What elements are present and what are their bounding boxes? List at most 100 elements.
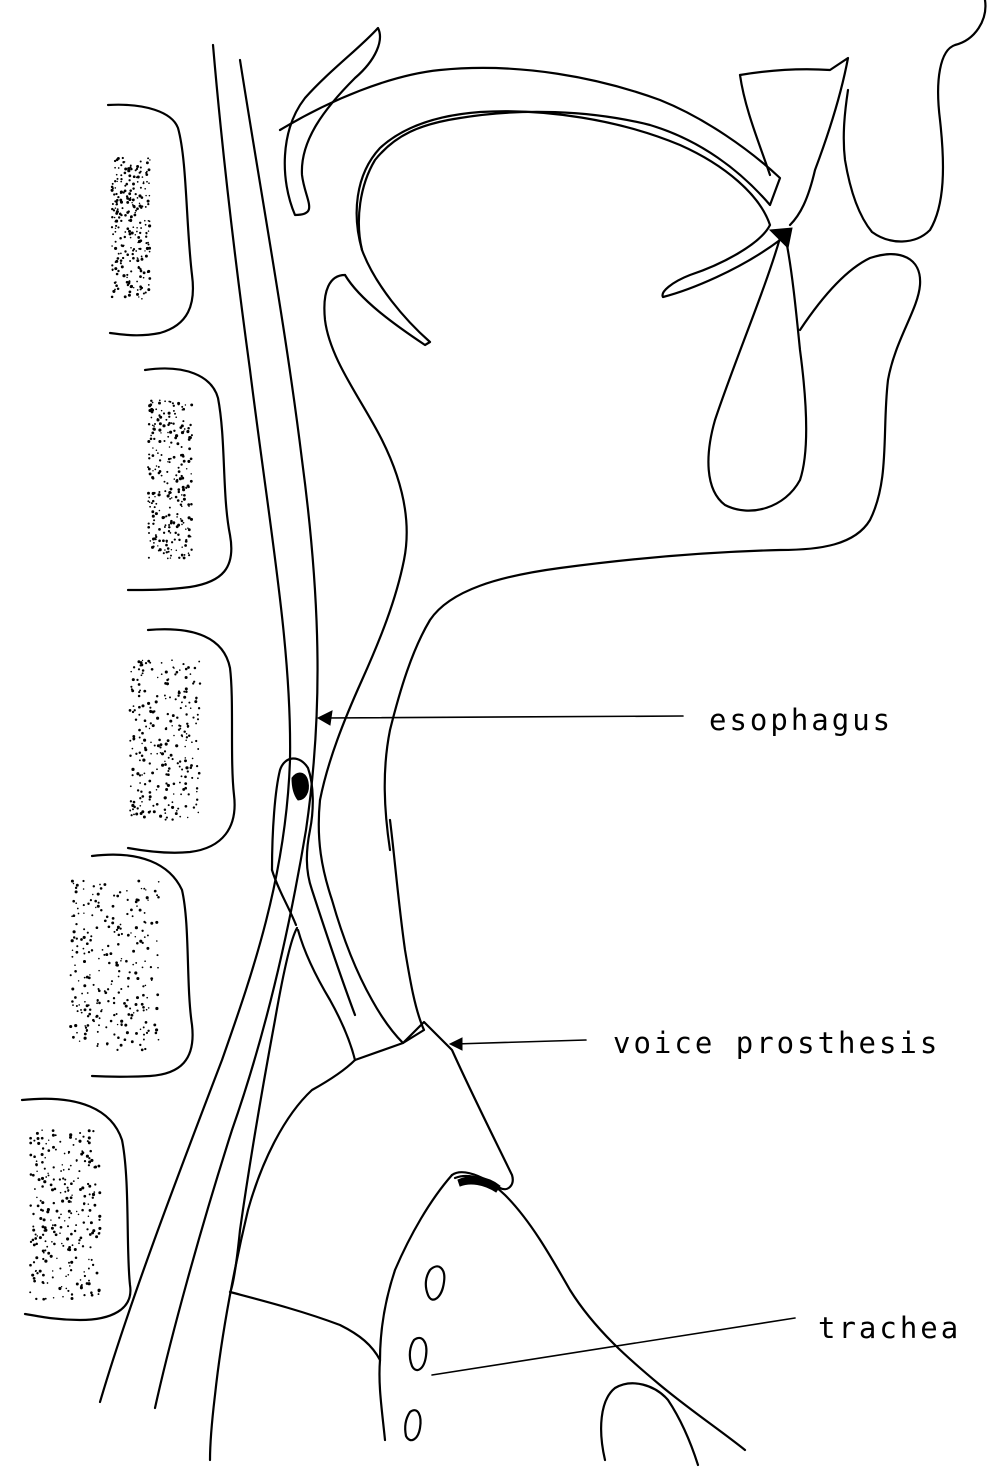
stipple-dot [97,1043,99,1045]
stipple-dot [182,420,184,422]
stipple-dot [137,176,140,179]
stipple-dot [88,1013,91,1016]
stipple-dot [148,230,149,231]
tongue-front [708,238,806,511]
stipple-dot [156,465,158,467]
stipple-dot [148,423,150,425]
stipple-dot [111,983,113,985]
stipple-dot [47,1282,49,1284]
stipple-dot [157,545,158,546]
stipple-dot [149,506,151,508]
stipple-dot [175,744,178,747]
stipple-dot [89,1193,91,1195]
stipple-dot [190,536,191,537]
stipple-dot [87,1183,89,1185]
stipple-dot [176,550,178,552]
stipple-dot [185,757,187,759]
stipple-dot [190,764,193,767]
stipple-dot [178,539,180,541]
stipple-dot [83,928,85,930]
stipple-dot [76,1005,78,1007]
stipple-dot [62,1177,64,1179]
stipple-dot [137,181,139,183]
stipple-dot [89,1246,91,1248]
stipple-dot [157,896,160,899]
stipple-dot [185,528,187,530]
stipple-dot [81,1012,83,1014]
stipple-dot [151,710,154,713]
stipple-dot [136,293,139,296]
stipple-dot [153,542,155,544]
stipple-dot [118,934,121,937]
posterior-wall-line [100,45,290,1402]
trachea-region [210,928,745,1460]
stipple-dot [131,1040,134,1043]
stipple-dot [158,739,161,742]
stipple-dot [175,496,178,499]
stipple-dot [137,236,140,239]
stipple-dot [100,887,103,890]
stipple-dot [136,227,138,229]
stipple-dot [165,788,168,791]
stipple-dot [115,193,117,195]
stipple-dot [173,430,175,432]
stipple-dot [141,930,143,932]
trachea-anterior-wall [230,928,380,1360]
stipple-dot [166,482,168,484]
stipple-dot [172,714,175,717]
stipple-dot [132,735,135,738]
stipple-dot [196,799,198,801]
stipple-dot [172,666,174,668]
stipple-dot [147,288,150,291]
stipple-dot [165,773,167,775]
stipple-dot [73,930,76,933]
esophagus-pointer-line [324,716,683,718]
stipple-dot [143,816,146,819]
stipple-dot [150,753,152,755]
stipple-dot [62,1296,64,1298]
stipple-dot [159,815,162,818]
stipple-dot [149,662,151,664]
stipple-dot [147,526,150,529]
stipple-dot [181,424,184,427]
stipple-dot [157,967,159,969]
neck-skin [455,1176,745,1450]
stipple-dot [181,555,183,557]
stipple-dot [147,203,149,205]
stipple-dot [86,1155,89,1158]
stipple-dot [134,971,137,974]
stipple-dot [185,705,187,707]
stipple-dot [152,805,154,807]
stipple-dot [144,188,146,190]
stipple-dot [158,539,161,542]
stipple-dot [185,805,188,808]
stipple-dot [173,783,176,786]
stipple-dot [78,1140,81,1143]
stipple-dot [129,810,131,812]
stipple-dot [73,914,76,917]
stipple-dot [131,814,133,816]
stipple-dot [156,449,158,451]
stipple-dot [89,974,91,976]
stipple-dot [149,403,152,406]
stipple-dot [60,1226,63,1229]
stipple-dot [38,1178,41,1181]
stipple-dot [149,472,152,475]
stipple-dot [146,171,148,173]
stipple-dot [45,1240,47,1242]
stipple-dot [136,996,139,999]
stipple-dot [120,164,122,166]
stipple-dot [84,1037,87,1040]
stipple-dot [176,513,178,515]
stipple-dot [130,215,133,218]
stipple-dot [39,1217,42,1220]
stipple-dot [117,287,120,290]
stipple-dot [151,432,154,435]
stipple-dot [169,720,172,723]
stipple-dot [96,1002,98,1004]
stipple-dot [116,1013,118,1015]
stipple-dot [139,239,142,242]
stipple-dot [102,949,104,951]
stipple-dot [168,412,171,415]
stipple-dot [137,789,139,791]
